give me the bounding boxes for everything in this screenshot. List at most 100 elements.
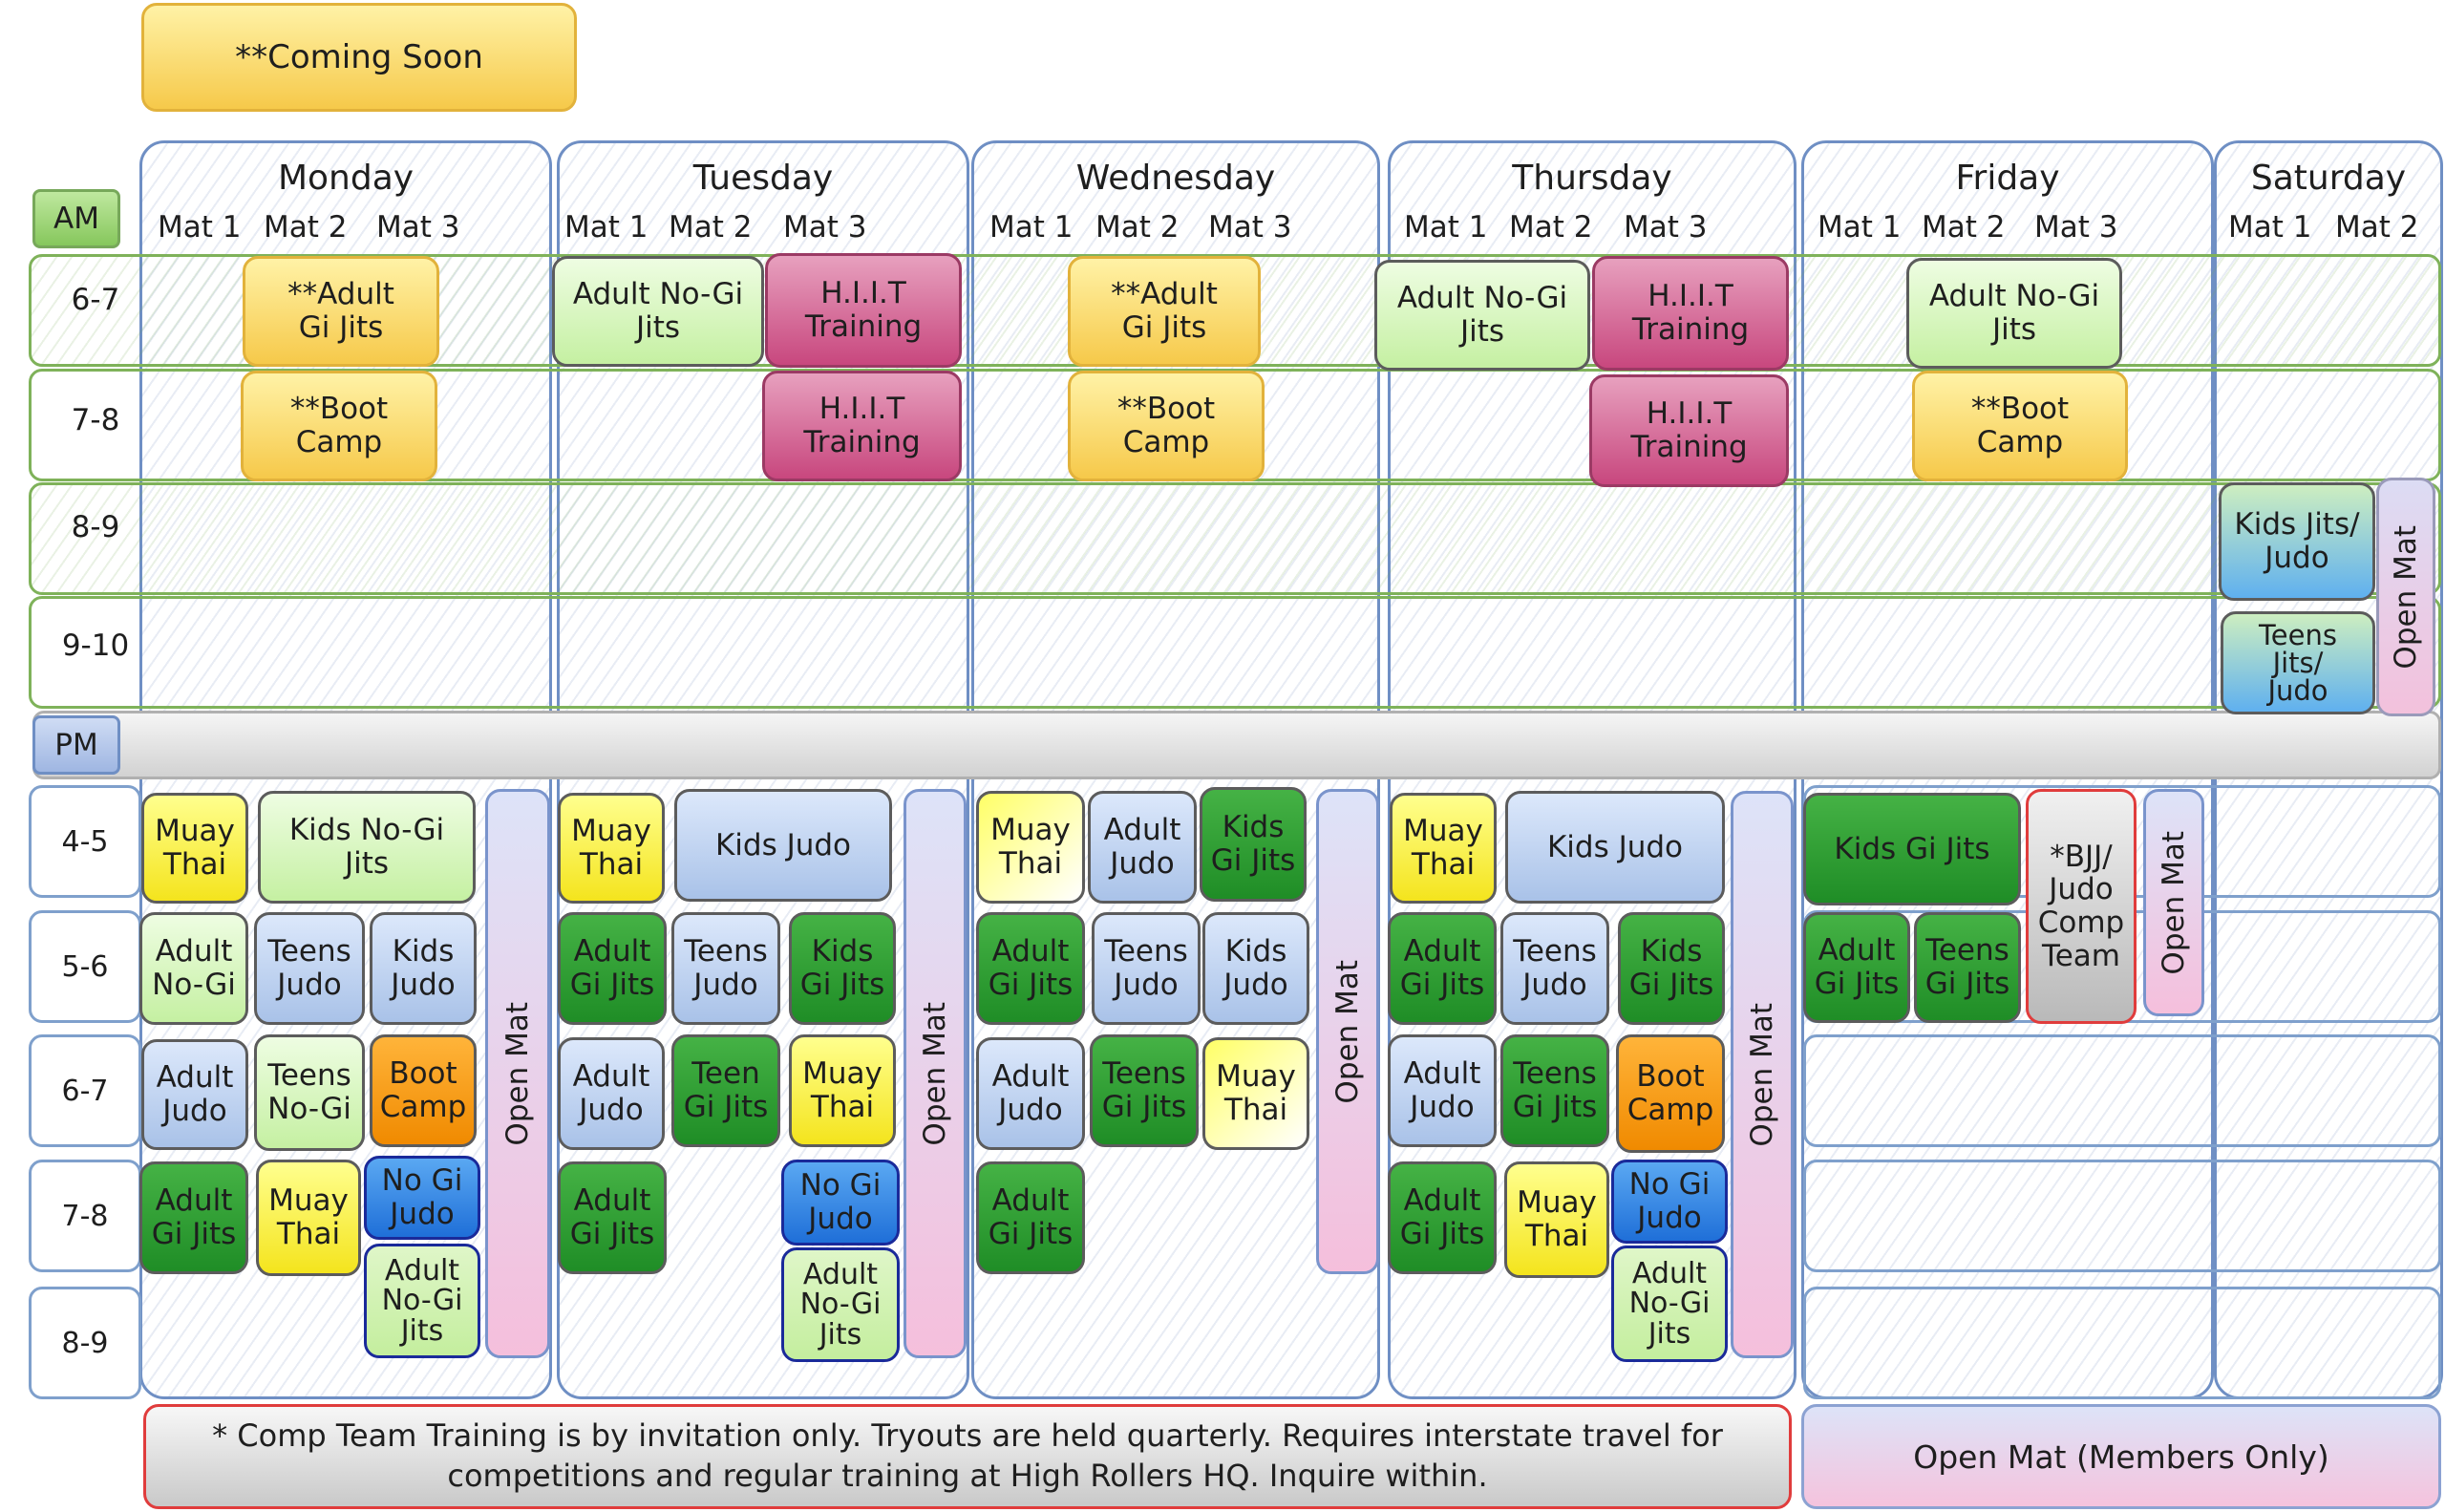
class-block[interactable]: No Gi Judo [781, 1160, 900, 1246]
mat-header: Mat 1 [2228, 210, 2312, 245]
time-label: 5-6 [29, 910, 141, 1023]
class-block[interactable]: Kids Judo [370, 912, 477, 1025]
class-block[interactable]: H.I.I.T Training [1589, 374, 1789, 487]
class-block[interactable]: Teens Judo [1500, 912, 1609, 1025]
class-block[interactable]: Adult Judo [1388, 1034, 1497, 1147]
mat-header: Mat 3 [1208, 210, 1292, 245]
am-row-8-9 [29, 482, 2441, 595]
class-block[interactable]: **Boot Camp [241, 371, 437, 481]
open-mat-block[interactable]: Open Mat [2376, 478, 2435, 716]
mat-header: Mat 1 [158, 210, 242, 245]
class-block[interactable]: Adult Gi Jits [1803, 912, 1910, 1023]
class-block[interactable]: Teens Jits/ Judo [2221, 611, 2375, 714]
class-block[interactable]: Adult Gi Jits [976, 1161, 1085, 1274]
class-block[interactable]: Adult No-Gi Jits [781, 1247, 900, 1362]
class-block[interactable]: **Boot Camp [1912, 371, 2128, 481]
class-block[interactable]: Adult Gi Jits [558, 1161, 667, 1274]
class-block[interactable]: Muay Thai [1390, 793, 1497, 904]
class-block[interactable]: Kids Gi Jits [789, 912, 896, 1025]
class-block[interactable]: **Adult Gi Jits [1068, 256, 1261, 367]
pm-row-outline [1803, 1287, 2441, 1399]
mat-header: Mat 3 [783, 210, 867, 245]
class-block[interactable]: Kids Gi Jits [1200, 787, 1307, 902]
time-label: 6-7 [71, 283, 120, 317]
mat-header: Mat 2 [1095, 210, 1180, 245]
class-block[interactable]: Kids No-Gi Jits [258, 791, 476, 904]
class-block[interactable]: Adult Gi Jits [1388, 1161, 1497, 1274]
class-block[interactable]: Muay Thai [789, 1034, 896, 1147]
class-block[interactable]: Kids Judo [1202, 912, 1309, 1025]
legend-coming-soon-label: **Coming Soon [235, 37, 483, 76]
mat-header: Mat 3 [376, 210, 460, 245]
open-mat-block[interactable]: Open Mat [1316, 789, 1379, 1274]
open-mat-block[interactable]: Open Mat [2143, 789, 2204, 1016]
class-block[interactable]: Adult No-Gi Jits [364, 1244, 480, 1358]
pm-label-text: PM [54, 728, 98, 762]
time-label: 7-8 [29, 1160, 141, 1272]
class-block[interactable]: Adult Judo [976, 1037, 1085, 1150]
class-block[interactable]: Muay Thai [141, 793, 248, 904]
open-mat-members-text: Open Mat (Members Only) [1913, 1437, 2329, 1476]
class-block[interactable]: Teens No-Gi [254, 1034, 365, 1151]
class-block[interactable]: Adult No-Gi Jits [552, 256, 764, 367]
class-block[interactable]: *BJJ/ Judo Comp Team [2026, 789, 2137, 1024]
open-mat-block[interactable]: Open Mat [485, 789, 550, 1358]
class-block[interactable]: Muay Thai [558, 793, 665, 904]
class-block[interactable]: Kids Judo [1505, 791, 1725, 904]
class-block[interactable]: Teens Gi Jits [1914, 912, 2021, 1023]
class-block[interactable]: Kids Jits/ Judo [2219, 482, 2375, 601]
class-block[interactable]: Adult No-Gi Jits [1906, 258, 2122, 369]
mat-header: Mat 3 [2034, 210, 2118, 245]
class-block[interactable]: Teens Judo [1092, 912, 1201, 1025]
class-block[interactable]: Kids Gi Jits [1803, 793, 2021, 905]
class-block[interactable]: Teens Gi Jits [1500, 1034, 1609, 1147]
class-block[interactable]: Muay Thai [256, 1160, 361, 1276]
legend-coming-soon: **Coming Soon [141, 3, 577, 112]
class-block[interactable]: Boot Camp [370, 1034, 477, 1147]
class-block[interactable]: Teens Gi Jits [1090, 1034, 1199, 1147]
class-block[interactable]: Kids Judo [674, 789, 892, 902]
class-block[interactable]: Adult No-Gi Jits [1611, 1246, 1728, 1362]
class-block[interactable]: Teens Judo [254, 912, 365, 1025]
day-header-thursday: Thursday [1512, 159, 1672, 198]
class-block[interactable]: No Gi Judo [364, 1156, 480, 1240]
class-block[interactable]: **Boot Camp [1068, 371, 1265, 481]
class-block[interactable]: Adult Judo [558, 1037, 665, 1150]
open-mat-block[interactable]: Open Mat [1731, 791, 1794, 1358]
am-row-9-10 [29, 596, 2441, 709]
mat-header: Mat 1 [989, 210, 1074, 245]
am-label-text: AM [53, 202, 99, 236]
open-mat-members-legend: Open Mat (Members Only) [1801, 1404, 2441, 1509]
class-block[interactable]: Adult Gi Jits [139, 1161, 248, 1274]
class-block[interactable]: Muay Thai [1504, 1161, 1609, 1278]
class-block[interactable]: Adult Judo [1088, 791, 1197, 904]
class-block[interactable]: Adult Gi Jits [976, 912, 1085, 1025]
day-header-monday: Monday [277, 159, 415, 198]
pm-band [32, 711, 2441, 779]
class-block[interactable]: Muay Thai [1202, 1037, 1309, 1150]
day-header-saturday: Saturday [2250, 159, 2407, 198]
mat-header: Mat 2 [264, 210, 348, 245]
class-block[interactable]: Boot Camp [1616, 1034, 1725, 1153]
class-block[interactable]: Adult Gi Jits [558, 912, 667, 1025]
mat-header: Mat 2 [1509, 210, 1593, 245]
class-block[interactable]: Adult No-Gi Jits [1374, 260, 1590, 371]
class-block[interactable]: No Gi Judo [1611, 1160, 1728, 1244]
class-block[interactable]: Adult No-Gi [139, 912, 248, 1025]
class-block[interactable]: Kids Gi Jits [1618, 912, 1725, 1025]
mat-header: Mat 1 [564, 210, 648, 245]
class-block[interactable]: Muay Thai [976, 791, 1085, 904]
mat-header: Mat 1 [1404, 210, 1488, 245]
class-block[interactable]: Adult Judo [141, 1039, 248, 1150]
class-block[interactable]: H.I.I.T Training [762, 371, 962, 481]
class-block[interactable]: Teens Judo [671, 912, 780, 1025]
class-block[interactable]: Adult Gi Jits [1388, 912, 1497, 1025]
class-block[interactable]: **Adult Gi Jits [243, 256, 439, 367]
class-block[interactable]: H.I.I.T Training [1592, 256, 1789, 371]
pm-label: PM [32, 715, 120, 775]
time-label: 8-9 [71, 510, 120, 544]
class-block[interactable]: H.I.I.T Training [765, 253, 962, 368]
comp-team-note-text: * Comp Team Training is by invitation on… [212, 1417, 1723, 1494]
class-block[interactable]: Teen Gi Jits [671, 1034, 780, 1147]
open-mat-block[interactable]: Open Mat [904, 789, 967, 1358]
